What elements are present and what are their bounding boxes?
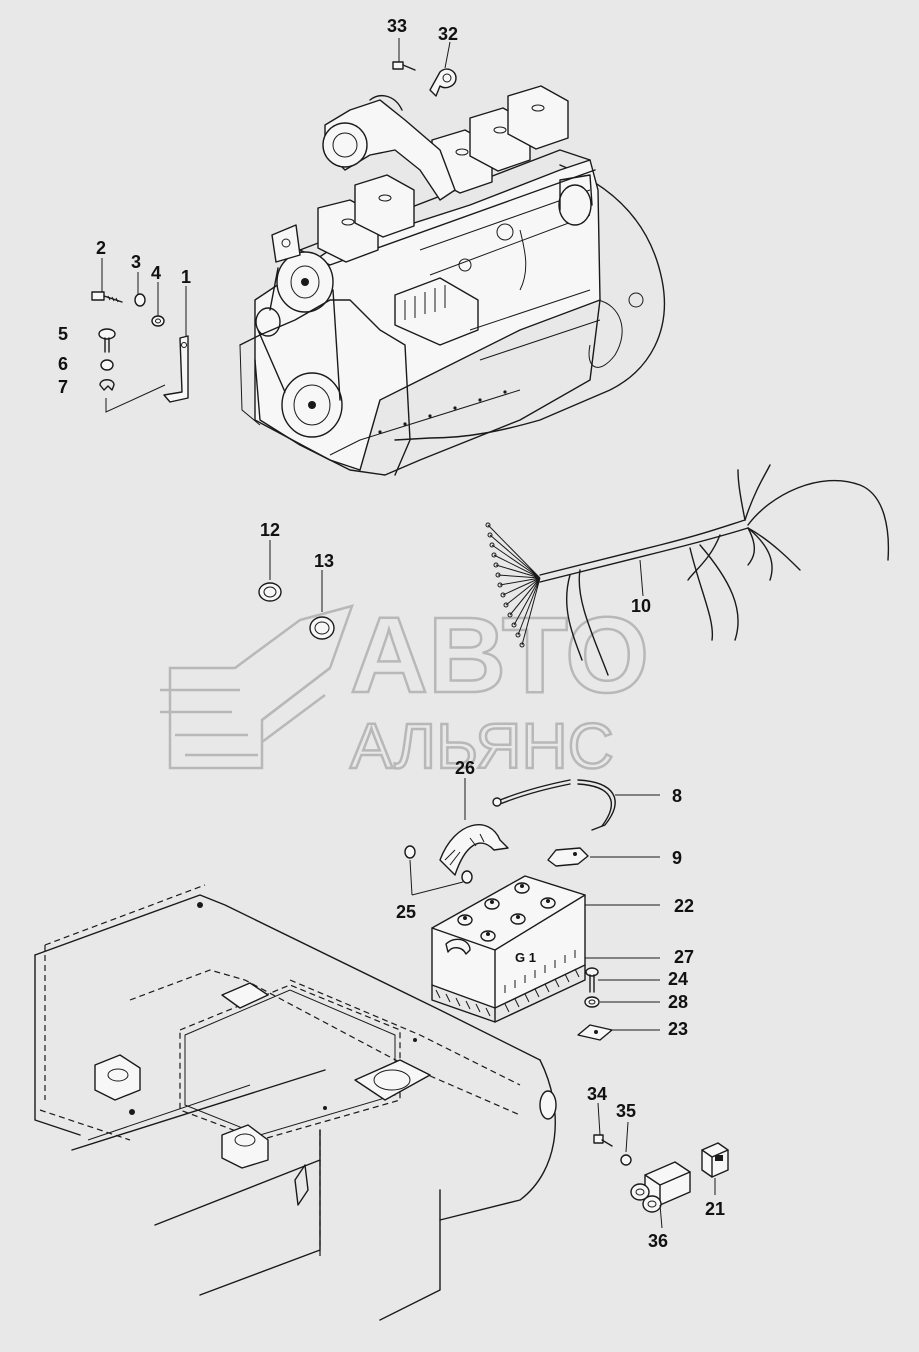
- battery-disconnect-switch: [630, 1161, 691, 1213]
- callout-10: 10: [631, 596, 651, 616]
- battery-switch-parts: [593, 1102, 729, 1229]
- clip-icon: [99, 379, 115, 391]
- ground-strap-parts: [91, 258, 189, 413]
- nut-icon: [620, 1154, 632, 1166]
- battery-marking: G 1: [515, 950, 536, 965]
- hose-clamp-large-icon: [309, 616, 335, 640]
- injection-pump: [394, 277, 479, 346]
- rocker-switch: [701, 1142, 729, 1178]
- pipe-clamp-icon: [429, 68, 457, 97]
- callout-22: 22: [674, 896, 694, 916]
- callout-23: 23: [668, 1019, 688, 1039]
- callout-27: 27: [674, 947, 694, 967]
- ground-braid-cable: [439, 824, 509, 876]
- callout-34: 34: [587, 1084, 607, 1104]
- wiring-harness: [485, 464, 890, 676]
- screw-icon: [392, 61, 416, 71]
- callout-21: 21: [705, 1199, 725, 1219]
- callout-33: 33: [387, 16, 407, 36]
- callout-12: 12: [260, 520, 280, 540]
- screw-icon: [593, 1134, 613, 1147]
- callout-3: 3: [131, 252, 141, 272]
- callout-13: 13: [314, 551, 334, 571]
- callout-8: 8: [672, 786, 682, 806]
- callout-36: 36: [648, 1231, 668, 1251]
- watermark-logo: АВТО АЛЬЯНС: [160, 593, 650, 783]
- battery-assembly: G 1: [431, 875, 660, 1041]
- frame-chassis: [34, 884, 557, 1321]
- hold-down-bolt-icon: [585, 967, 599, 993]
- engine-assembly: [239, 85, 666, 476]
- battery-cables: [404, 778, 660, 896]
- callout-2: 2: [96, 238, 106, 258]
- callout-1: 1: [181, 267, 191, 287]
- callout-6: 6: [58, 354, 68, 374]
- callout-4: 4: [151, 263, 161, 283]
- engine-pulleys: [255, 251, 343, 438]
- bolt-icon: [91, 291, 123, 303]
- oil-pan-bolts: [378, 390, 507, 434]
- terminal-nut-icon: [461, 870, 473, 884]
- carriage-bolt-icon: [98, 328, 116, 353]
- ground-strap: [163, 335, 189, 403]
- callout-5: 5: [58, 324, 68, 344]
- callout-24: 24: [668, 969, 688, 989]
- callout-32: 32: [438, 24, 458, 44]
- callout-labels: 33 32 2 3 4 1 5 6 7 12 13 10 26 8 9 25 2…: [58, 16, 725, 1251]
- callout-9: 9: [672, 848, 682, 868]
- harness-connector-ends: [485, 522, 525, 648]
- nut-icon: [100, 359, 114, 371]
- valve-covers: [317, 85, 569, 263]
- callout-35: 35: [616, 1101, 636, 1121]
- watermark-line2: АЛЬЯНС: [350, 710, 614, 782]
- terminal-nut-icon: [404, 845, 416, 859]
- watermark-emblem-icon: [160, 604, 354, 770]
- hose-clamps: [258, 540, 335, 640]
- callout-25: 25: [396, 902, 416, 922]
- callout-26: 26: [455, 758, 475, 778]
- clamp-parts: [392, 38, 457, 97]
- nut-icon: [134, 293, 146, 307]
- washer-icon: [584, 996, 600, 1008]
- callout-7: 7: [58, 377, 68, 397]
- terminal-clamp: [547, 847, 589, 867]
- callout-28: 28: [668, 992, 688, 1012]
- battery-terminals: [457, 882, 556, 942]
- watermark-line1: АВТО: [350, 594, 649, 715]
- washer-icon: [151, 315, 165, 327]
- hose-clamp-small-icon: [258, 582, 282, 602]
